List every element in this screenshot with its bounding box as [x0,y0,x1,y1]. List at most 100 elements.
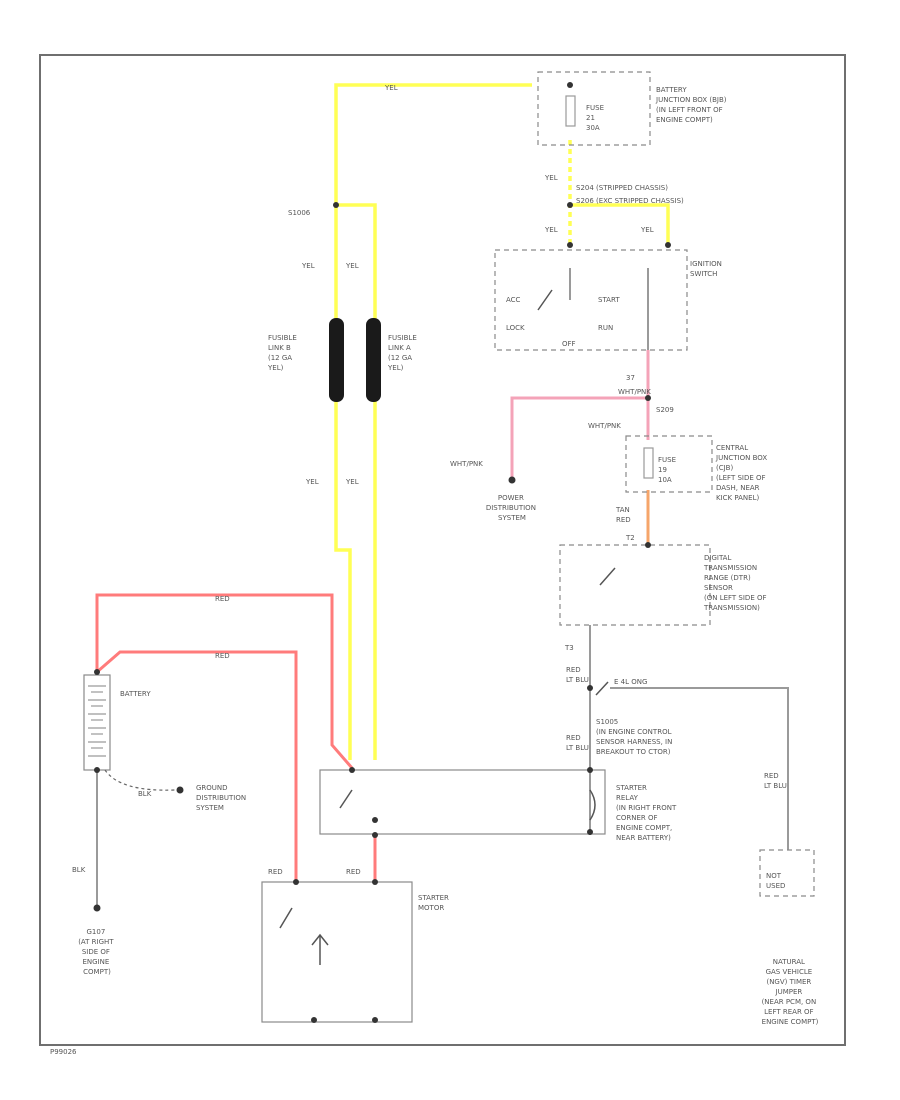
ngv-switch-arm [595,681,609,696]
splice-s1006 [333,202,339,208]
s1005-label: S1005 (IN ENGINE CONTROL SENSOR HARNESS,… [596,718,675,756]
ign-pos-start: START [598,296,620,304]
ignition-switch-box [494,249,688,351]
dot-starter-gnd [311,1017,317,1023]
cjb-label: CENTRAL JUNCTION BOX (CJB) (LEFT SIDE OF… [715,444,769,502]
wire-ign-internal [569,268,649,350]
figure-code: P99026 [50,1048,77,1056]
fuse-bjb-symbol [565,95,576,127]
wire-label-tan-red: TAN RED [615,506,632,524]
dot-starter-b [293,879,299,885]
dot-battery-neg [94,767,100,773]
gray-wires [96,268,789,908]
ign-pos-acc: ACC [506,296,521,304]
wire-label-yel-b-bot: YEL [305,478,319,486]
red-wires [95,593,377,880]
dot-starter-gnd-2 [372,1017,378,1023]
dot-relay-input [349,767,355,773]
ign-pos-off: OFF [562,340,576,348]
wire-label-pk-3: WHT/PNK [450,460,483,468]
relay-coil [589,789,596,821]
battery-symbol [83,674,111,771]
ign-pos-lock: LOCK [506,324,525,332]
dot-ign-in [567,242,573,248]
wire-yel-link-a [336,203,377,760]
ground-g107 [93,904,101,912]
fuse-cjb-label: FUSE 19 10A [658,456,678,484]
ground-distribution-label: GROUND DISTRIBUTION SYSTEM [196,784,248,812]
fuse-bjb-label: FUSE 21 30A [586,104,606,132]
wire-label-yel-a-bot: YEL [345,478,359,486]
tr-sensor-label: DIGITAL TRANSMISSION RANGE (DTR) SENSOR … [703,554,769,612]
wire-label-yel-a-top: YEL [345,262,359,270]
wire-red-battery-starter [96,650,298,880]
e4l-ong-label: E 4L ONG [614,678,647,686]
dot-battery-pos [94,669,100,675]
starter-switch-arm [279,907,293,929]
relay-switch-arm [339,789,353,809]
starter-relay-label: STARTER RELAY (IN RIGHT FRONT CORNER OF … [616,784,679,842]
wire-red-battery-relay [95,593,354,769]
fuse-cjb-symbol [643,447,654,479]
tr-switch-arm [599,567,616,586]
dot-relay-coil-gnd [587,829,593,835]
dot-relay-coil [587,767,593,773]
fusible-link-b-label: FUSIBLE LINK B (12 GA YEL) [267,334,299,372]
wire-ngv [610,687,789,850]
not-used-label: NOT USED [766,872,785,890]
fusible-link-a-body [366,318,381,402]
dot-tr-in [645,542,651,548]
battery-junction-box [537,71,651,146]
wire-label-yel-bjb: YEL [544,174,558,182]
wire-label-yel-ign-2: YEL [640,226,654,234]
wire-label-red-4: RED [346,868,361,876]
not-used-box [759,849,815,897]
wire-label-red-1: RED [215,595,230,603]
fusible-link-a-label: FUSIBLE LINK A (12 GA YEL) [387,334,419,372]
ign-switch-arm [537,289,553,311]
wire-label-red-ltblu-1: RED LT BLU [566,666,589,684]
battery-label: BATTERY [120,690,151,698]
wire-yel-s206 [570,203,670,245]
s209-label: S209 [656,406,674,414]
wire-pk-power-dist [510,396,648,478]
dot-relay-out-2 [372,832,378,838]
splice-s209 [645,395,651,401]
dot-power-dist [508,476,516,484]
s206-label: S206 (EXC STRIPPED CHASSIS) [576,197,684,205]
wire-label-red-2: RED [215,652,230,660]
wire-label-pk-1: WHT/PNK [618,388,651,396]
dot-ngv [587,685,593,691]
dot-ground-dist [176,786,184,794]
dot-bjb-top [567,82,573,88]
wire-label-yel-ign-1: YEL [544,226,558,234]
wire-yel-top [334,83,532,205]
wire-label-yel-top: YEL [384,84,398,92]
dot-relay-out [372,817,378,823]
central-junction-box [625,435,713,493]
starter-relay-box [319,769,606,835]
ngv-jumper-label: NATURAL GAS VEHICLE (NGV) TIMER JUMPER (… [762,958,819,1026]
ign-pos-run: RUN [598,324,613,332]
s204-label: S204 (STRIPPED CHASSIS) [576,184,668,192]
bjb-label: BATTERY JUNCTION BOX (BJB) (IN LEFT FRON… [655,86,729,124]
starter-motor-label: STARTER MOTOR [418,894,451,912]
ground-link-curve [104,769,176,791]
pin-t2-label: T2 [625,534,635,542]
ignition-switch-label: IGNITION SWITCH [690,260,724,278]
splice-s204 [567,202,573,208]
wire-label-red-3: RED [268,868,283,876]
dot-ign-in-2 [665,242,671,248]
wire-label-blk-1: BLK [138,790,152,798]
pin-t3-label: T3 [564,644,574,652]
pin-37-label: 37 [626,374,635,382]
diagram-frame [39,54,846,1046]
wire-label-yel-b-top: YEL [301,262,315,270]
tr-sensor-box [559,544,711,626]
g107-label: G107 (AT RIGHT SIDE OF ENGINE COMPT) [78,928,116,976]
wire-label-pk-2: WHT/PNK [588,422,621,430]
starter-motor-box [261,881,413,1023]
fusible-link-b-body [329,318,344,402]
wire-label-blk-2: BLK [72,866,86,874]
